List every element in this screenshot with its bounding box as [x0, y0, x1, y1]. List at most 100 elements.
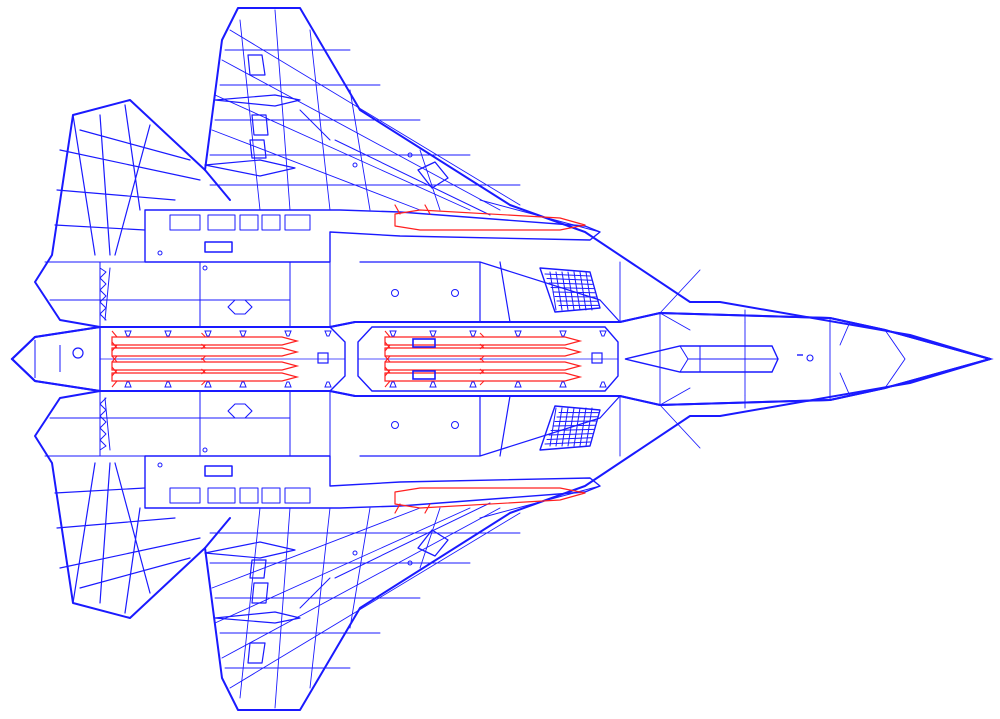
- bay-hardpoint: [599, 330, 607, 337]
- wing-pylon-lower: [204, 159, 296, 177]
- forebody-chine: [204, 7, 991, 360]
- vent-rib: [579, 271, 587, 311]
- bay-hardpoint: [239, 381, 247, 388]
- fastener-holes: [157, 421, 459, 566]
- wing-pylon-upper: [214, 611, 301, 624]
- bay-hardpoint: [204, 381, 212, 388]
- bay-hardpoint: [284, 381, 292, 388]
- bay-hardpoint: [284, 330, 292, 337]
- wing-panel-small: [247, 54, 269, 159]
- vent-slat: [544, 441, 591, 445]
- bay-hardpoint: [124, 330, 132, 337]
- leading-edge-extension: [299, 485, 601, 609]
- nose-sensor: [806, 354, 814, 362]
- vent-slat: [548, 433, 593, 436]
- leading-edge-extension: [299, 109, 601, 233]
- aft-bay-missile: [111, 361, 300, 371]
- forebody-chine: [204, 358, 991, 711]
- wing-trailing-edge: [34, 99, 206, 328]
- vent-rib: [579, 407, 587, 447]
- bay-hardpoint: [204, 330, 212, 337]
- forward-bay-missile: [384, 336, 583, 346]
- tail-sensor: [72, 347, 84, 359]
- vent-rib: [549, 271, 557, 311]
- wing-access-panel: [417, 529, 449, 557]
- forward-bay-missile-fins: [384, 366, 391, 388]
- wing-panel-lines: [209, 9, 521, 211]
- vent-rib: [567, 271, 575, 311]
- bay-rack-box: [412, 370, 436, 380]
- bay-hardpoint: [124, 381, 132, 388]
- main-weapon-bay-forward: [357, 326, 619, 392]
- vent-rib: [573, 271, 581, 311]
- side-bay-panels: [169, 487, 311, 504]
- forward-bay-missile: [384, 347, 583, 357]
- vent-slat: [552, 291, 596, 294]
- bay-hardpoint: [389, 330, 397, 337]
- vent-rib: [555, 407, 563, 447]
- aft-bay-missile: [111, 372, 300, 382]
- aft-bay-missile: [111, 347, 300, 357]
- forward-bay-missile-wings: [479, 368, 485, 386]
- nacelle-serration: [99, 397, 107, 451]
- main-weapon-bay-aft: [99, 326, 346, 392]
- hex-access-panel: [227, 299, 253, 315]
- nose-gear-door-lines: [679, 345, 778, 373]
- horizontal-stabilizer: [54, 462, 201, 614]
- wing-access-panel: [417, 161, 449, 189]
- forward-bay-missile: [384, 361, 583, 371]
- hex-access-panel: [227, 403, 253, 419]
- bay-hardpoint: [599, 381, 607, 388]
- intake-vent-frame: [539, 405, 601, 451]
- bay-hardpoint: [469, 330, 477, 337]
- bay-forward-box: [591, 352, 603, 364]
- bay-hardpoint: [559, 381, 567, 388]
- vent-slat: [552, 424, 596, 427]
- vent-slat: [554, 420, 597, 422]
- intake-ramp: [359, 261, 621, 323]
- tail-panel-lines: [34, 340, 61, 378]
- bay-hardpoint: [324, 381, 332, 388]
- vent-rib: [561, 271, 569, 311]
- intake-vent-frame: [539, 267, 601, 313]
- airframe-half-outline: [11, 7, 991, 360]
- bay-hardpoint: [469, 381, 477, 388]
- intake-vent-grille: [544, 407, 599, 447]
- wing-pylon-upper: [214, 94, 301, 107]
- fastener-holes: [157, 152, 459, 297]
- side-bay-missile: [394, 204, 586, 231]
- bay-hardpoint: [164, 330, 172, 337]
- side-bay-missile: [394, 487, 586, 514]
- vent-rib: [549, 407, 557, 447]
- bay-hardpoint: [514, 330, 522, 337]
- centerline-features: [10, 311, 994, 407]
- forward-bay-missile: [384, 372, 583, 382]
- intake-vent-grille: [544, 271, 599, 311]
- intake-ramp: [359, 395, 621, 457]
- bay-hardpoint: [429, 381, 437, 388]
- nacelle-panels: [44, 261, 331, 328]
- bay-hardpoint: [324, 330, 332, 337]
- vent-rib: [555, 271, 563, 311]
- bay-rack-box: [412, 338, 436, 348]
- side-bay-panels: [169, 214, 311, 231]
- bay-aft-box: [317, 352, 329, 364]
- bay-hardpoint: [514, 381, 522, 388]
- vent-rib: [561, 407, 569, 447]
- bay-hardpoint: [239, 330, 247, 337]
- vent-rib: [573, 407, 581, 447]
- side-bay-hatch: [204, 465, 233, 477]
- wing-panel-lines: [209, 507, 521, 709]
- aft-bay-missile-fins: [111, 366, 118, 388]
- wing-panel-small: [247, 559, 269, 664]
- bay-hardpoint: [389, 381, 397, 388]
- vent-slat: [544, 273, 591, 277]
- wing-pylon-lower: [204, 541, 296, 559]
- vent-rib: [567, 407, 575, 447]
- vent-rib: [585, 407, 593, 447]
- side-bay-hatch: [204, 241, 233, 253]
